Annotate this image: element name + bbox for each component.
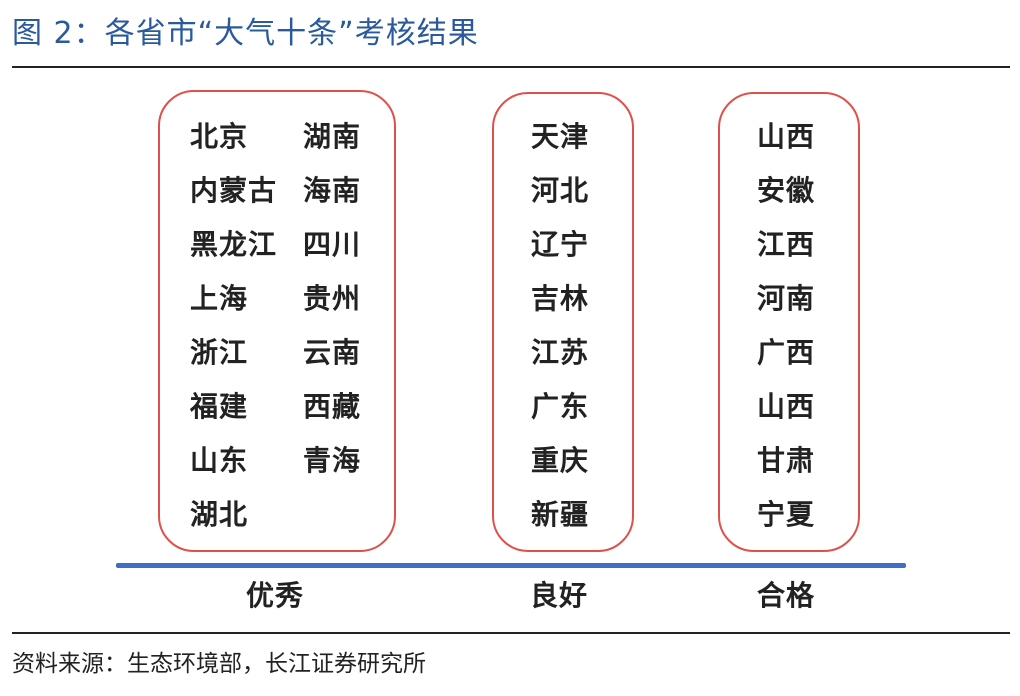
province-item: 甘肃: [757, 444, 816, 477]
excellent-column-a: 北京 内蒙古 黑龙江 上海 浙江 福建 山东 湖北: [190, 110, 277, 542]
category-baseline: [116, 563, 906, 568]
province-item: 黑龙江: [190, 228, 278, 261]
good-group-box: [492, 92, 634, 552]
province-item: 河北: [531, 174, 590, 207]
province-item: 天津: [531, 120, 590, 153]
province-item: 宁夏: [757, 498, 816, 531]
province-item: 浙江: [190, 336, 249, 369]
category-label-pass: 合格: [757, 579, 816, 612]
bottom-rule: [12, 632, 1010, 634]
province-item: 四川: [303, 228, 362, 261]
province-item: 贵州: [303, 282, 362, 315]
province-item: 湖北: [190, 498, 249, 531]
province-item: 湖南: [303, 120, 362, 153]
pass-column: 山西 安徽 江西 河南 广西 山西 甘肃 宁夏: [757, 110, 815, 542]
province-item: 吉林: [531, 282, 590, 315]
province-item: 河南: [757, 282, 816, 315]
good-column: 天津 河北 辽宁 吉林 江苏 广东 重庆 新疆: [531, 110, 589, 542]
province-item: 重庆: [531, 444, 590, 477]
province-item: 江西: [757, 228, 816, 261]
province-item: 内蒙古: [190, 174, 278, 207]
category-label-good: 良好: [530, 579, 589, 612]
province-item: 山西: [757, 390, 816, 423]
province-item: 上海: [190, 282, 249, 315]
province-item: 山东: [190, 444, 249, 477]
excellent-column-b: 湖南 海南 四川 贵州 云南 西藏 青海: [303, 110, 361, 488]
province-item: 安徽: [757, 174, 816, 207]
province-item: 江苏: [531, 336, 590, 369]
province-item: 海南: [303, 174, 362, 207]
province-item: 新疆: [531, 498, 590, 531]
province-item: 辽宁: [531, 228, 590, 261]
pass-group-box: [718, 92, 860, 552]
province-item: 北京: [190, 120, 249, 153]
source-note: 资料来源：生态环境部，长江证券研究所: [12, 651, 426, 677]
province-item: 福建: [190, 390, 249, 423]
excellent-group-box: [158, 90, 396, 552]
province-item: 广西: [757, 336, 816, 369]
category-label-excellent: 优秀: [246, 579, 305, 612]
top-rule: [12, 66, 1010, 68]
figure-title: 图 2：各省市“大气十条”考核结果: [12, 16, 479, 51]
province-item: 山西: [757, 120, 816, 153]
province-item: 青海: [303, 444, 362, 477]
province-item: 广东: [531, 390, 590, 423]
province-item: 云南: [303, 336, 362, 369]
province-item: 西藏: [303, 390, 362, 423]
